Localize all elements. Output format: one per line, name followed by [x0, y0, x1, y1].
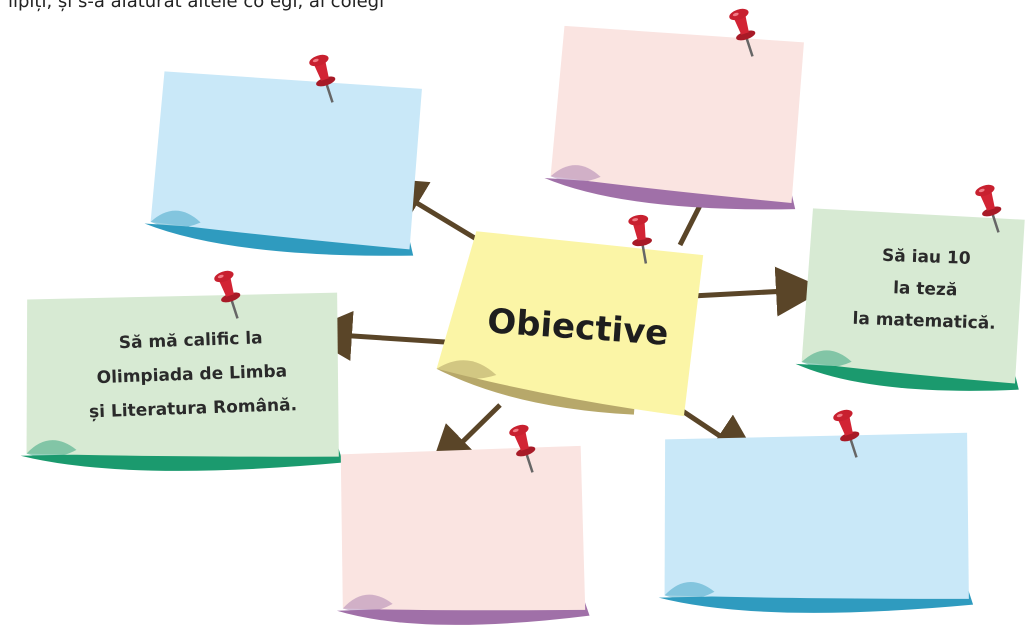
- note-text-line: la teză: [893, 278, 958, 300]
- sticky-note-blue-bottom-right: [658, 432, 974, 613]
- note-fold: [150, 210, 201, 228]
- sticky-note-blue-top-left: [144, 71, 422, 256]
- note-paper: [801, 208, 1025, 384]
- note-paper: [150, 71, 422, 250]
- arrow-to-green-right: [691, 266, 826, 317]
- note-fold: [664, 582, 715, 600]
- sticky-note-pink-top: [544, 25, 804, 210]
- note-fold: [550, 165, 601, 183]
- note-fold: [801, 350, 852, 368]
- note-text-line: la matematică.: [852, 309, 996, 334]
- note-curl: [544, 177, 796, 210]
- center-note-fold: [436, 360, 497, 379]
- header-partial-text: lipiți, și s-a alăturat altele co egi, a…: [8, 0, 385, 12]
- notes-layer: Să iau 10 la teză la matematică. Să mă cali…: [20, 25, 1025, 625]
- note-paper: [664, 432, 969, 599]
- note-paper: [550, 25, 804, 203]
- center-note: Obiective: [436, 231, 704, 417]
- sticky-note-green-right: Să iau 10 la teză la matematică.: [795, 208, 1025, 391]
- note-text-line: Să iau 10: [882, 246, 971, 269]
- note-curl: [795, 363, 1019, 391]
- note-paper: [340, 445, 586, 611]
- center-note-paper: [436, 231, 704, 417]
- note-fold: [26, 440, 77, 458]
- note-curl: [144, 223, 414, 256]
- arrow-to-green-left: [302, 311, 461, 361]
- note-fold: [342, 594, 393, 612]
- sticky-note-pink-bottom: [336, 445, 590, 625]
- note-paper: [26, 292, 339, 457]
